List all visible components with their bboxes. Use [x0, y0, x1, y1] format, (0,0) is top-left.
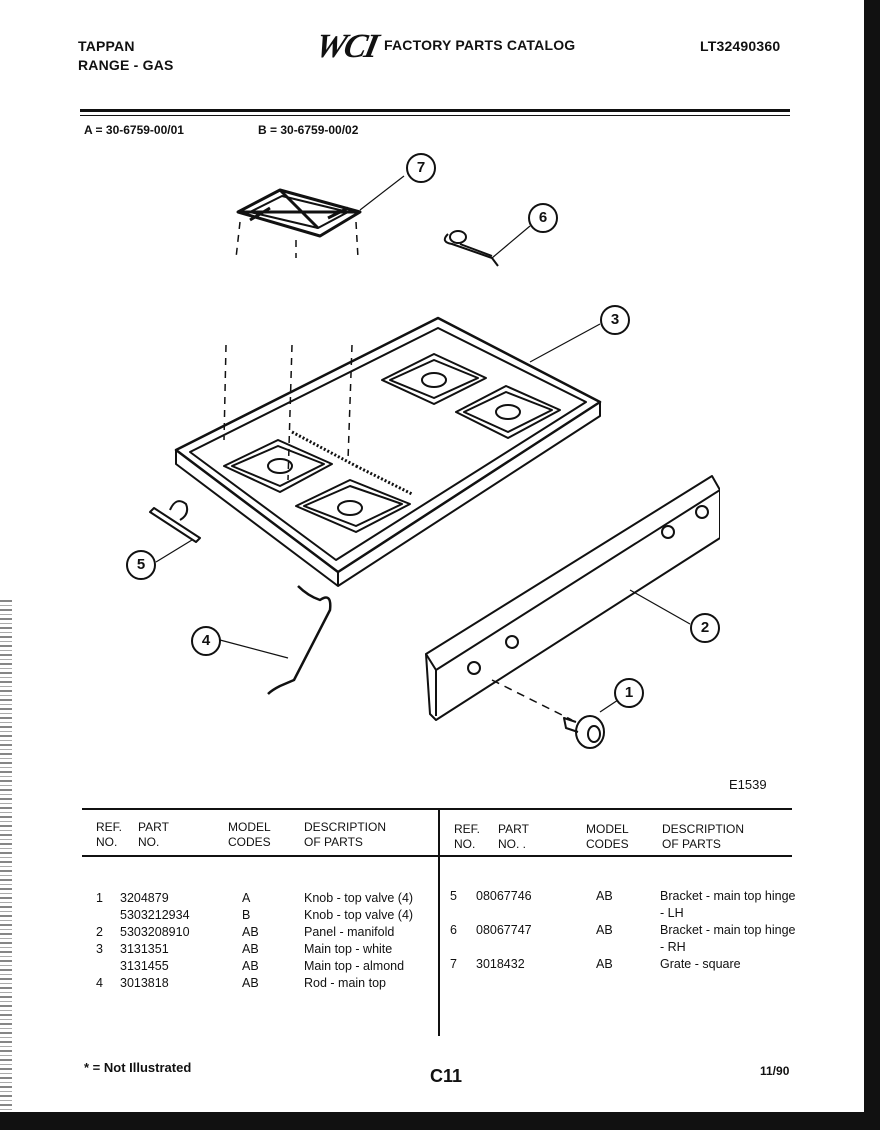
model-code: AB	[596, 957, 613, 971]
ref-no: 7	[450, 957, 457, 971]
header-description: DESCRIPTION OF PARTS	[304, 820, 387, 849]
description: Knob - top valve (4)	[304, 891, 414, 905]
product-type: RANGE - GAS	[78, 57, 174, 73]
header-part-no: PART NO.	[138, 820, 169, 849]
hinge-bracket-lh	[149, 500, 201, 543]
header-rule-top	[80, 109, 790, 112]
callout-leader-lines	[155, 175, 691, 713]
callout-1: 1	[614, 678, 644, 708]
callout-5: 5	[126, 550, 156, 580]
model-code: AB	[242, 925, 259, 939]
catalog-title: FACTORY PARTS CATALOG	[384, 37, 576, 53]
part-no: 08067747	[476, 923, 532, 937]
scan-border-right	[864, 0, 880, 1130]
scan-border-bottom	[0, 1112, 880, 1130]
wci-logo: WCI	[312, 28, 381, 65]
description: Bracket - main top hinge	[660, 889, 796, 903]
description-continued: - LH	[660, 906, 684, 920]
main-top-rod	[267, 585, 332, 695]
table-top-rule	[82, 808, 792, 810]
catalog-date: 11/90	[760, 1064, 790, 1078]
part-no: 3131351	[120, 942, 169, 956]
callout-2: 2	[690, 613, 720, 643]
top-valve-knob	[491, 679, 605, 749]
header-model-codes: MODEL CODES	[586, 822, 629, 851]
callout-3: 3	[600, 305, 630, 335]
model-code: AB	[596, 889, 613, 903]
part-no: 3013818	[120, 976, 169, 990]
description: Rod - main top	[304, 976, 386, 990]
ref-no: 5	[450, 889, 457, 903]
description: Grate - square	[660, 957, 741, 971]
description: Bracket - main top hinge	[660, 923, 796, 937]
model-code: AB	[242, 976, 259, 990]
brand-name: TAPPAN	[78, 38, 135, 54]
description: Main top - almond	[304, 959, 405, 973]
model-code: AB	[242, 959, 259, 973]
ref-no: 6	[450, 923, 457, 937]
part-no: 3131455	[120, 959, 169, 973]
model-code: AB	[596, 923, 613, 937]
header-model-codes: MODEL CODES	[228, 820, 271, 849]
table-header-rule	[82, 855, 792, 857]
header-ref-no: REF. NO.	[454, 822, 481, 851]
model-a-label: A = 30-6759-00/01	[84, 123, 184, 137]
part-no: 3018432	[476, 957, 525, 971]
callout-7: 7	[406, 153, 436, 183]
part-no: 08067746	[476, 889, 532, 903]
model-code: A	[242, 891, 251, 905]
catalog-number: LT32490360	[700, 38, 781, 54]
description-continued: - RH	[660, 940, 686, 954]
model-code: B	[242, 908, 251, 922]
header-ref-no: REF. NO.	[96, 820, 123, 849]
header-rule-bottom	[80, 115, 790, 116]
ref-no: 4	[96, 976, 103, 990]
callout-4: 4	[191, 626, 221, 656]
ref-no: 3	[96, 942, 103, 956]
scan-edge-noise	[0, 600, 12, 1110]
description: Main top - white	[304, 942, 393, 956]
grate-alignment-lines	[223, 221, 359, 481]
grate-part	[236, 188, 362, 238]
header-description: DESCRIPTION OF PARTS	[662, 822, 745, 851]
not-illustrated-note: * = Not Illustrated	[84, 1060, 192, 1075]
part-no: 3204879	[120, 891, 169, 905]
table-column-divider	[438, 808, 440, 1036]
figure-code: E1539	[729, 777, 767, 792]
part-no: 5303212934	[120, 908, 190, 922]
description: Panel - manifold	[304, 925, 395, 939]
model-b-label: B = 30-6759-00/02	[258, 123, 359, 137]
main-top-part	[174, 316, 602, 587]
callout-6: 6	[528, 203, 558, 233]
header-part-no: PART NO. .	[498, 822, 529, 851]
model-code: AB	[242, 942, 259, 956]
part-no: 5303208910	[120, 925, 190, 939]
ref-no: 1	[96, 891, 103, 905]
hinge-bracket-rh	[443, 230, 499, 267]
ref-no: 2	[96, 925, 103, 939]
description: Knob - top valve (4)	[304, 908, 414, 922]
manifold-panel	[425, 475, 720, 721]
exploded-parts-diagram	[149, 175, 720, 749]
page-number: C11	[430, 1066, 463, 1086]
